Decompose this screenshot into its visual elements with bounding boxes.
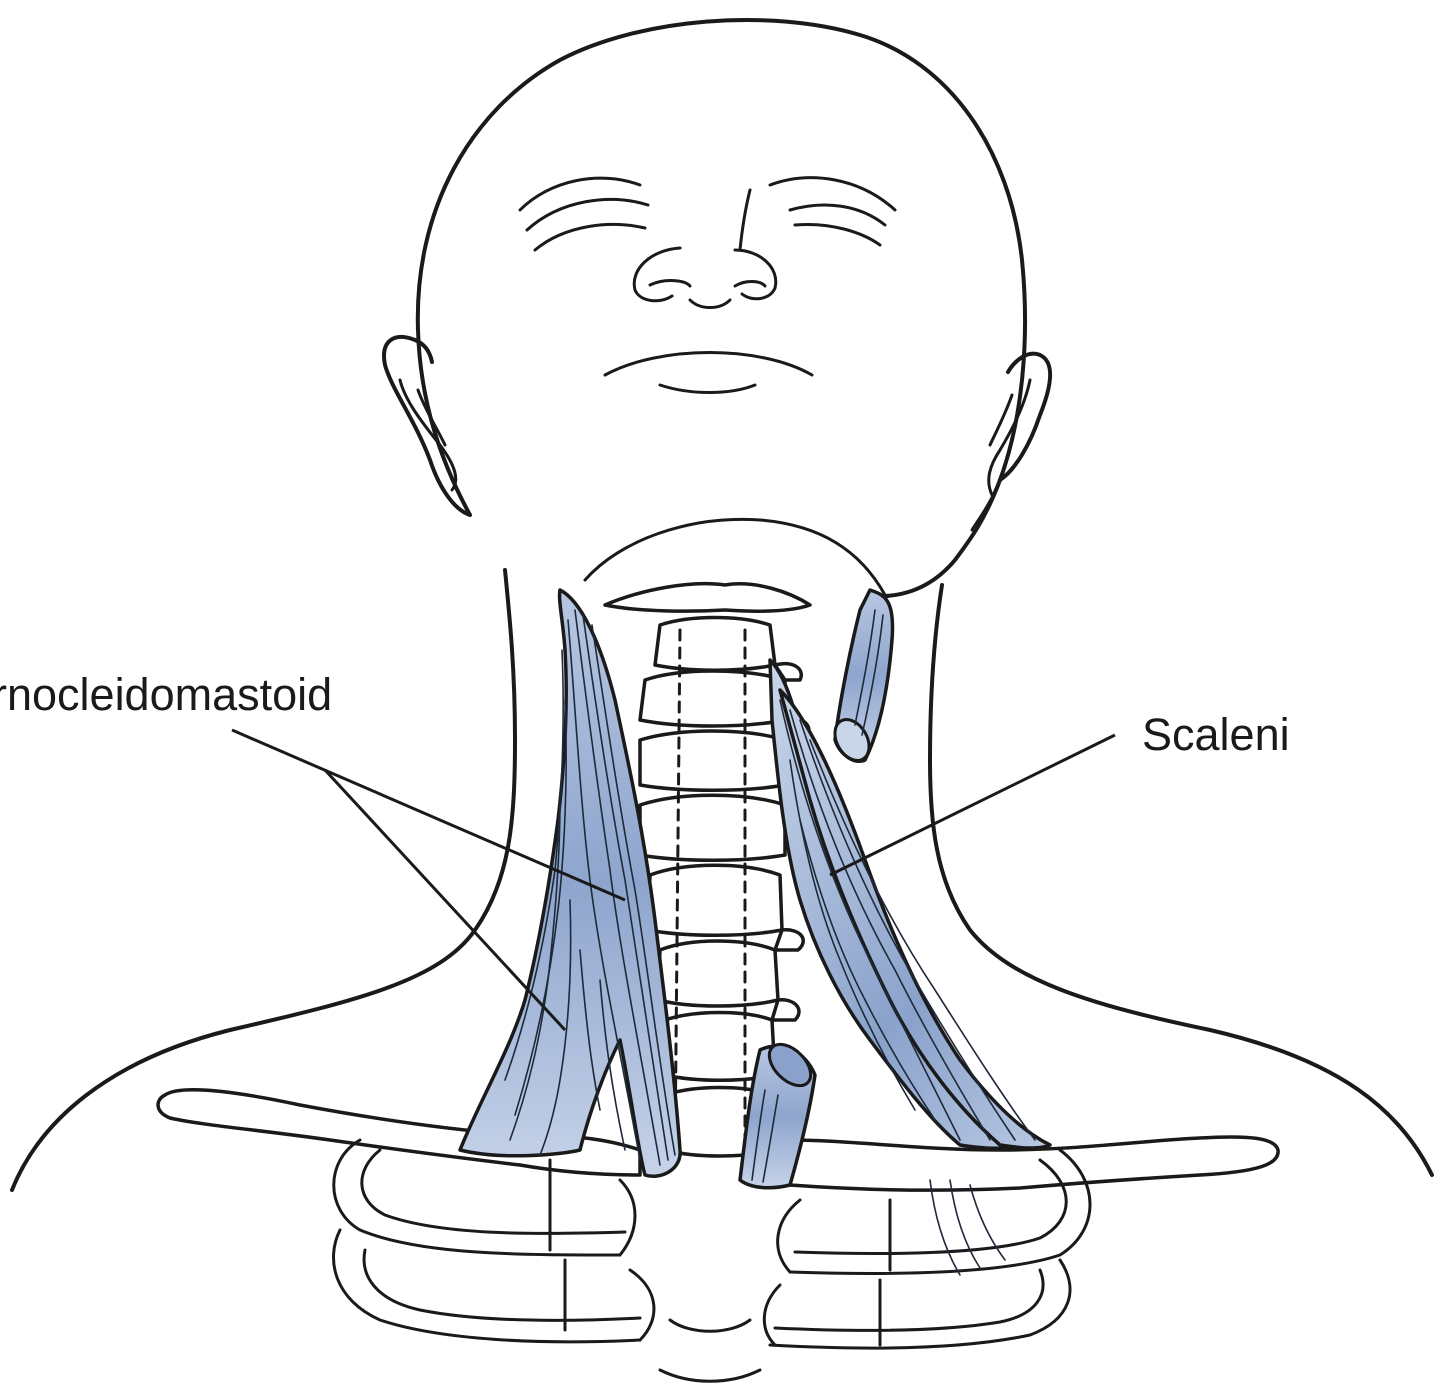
scaleni-label: Scaleni (1142, 709, 1290, 760)
sternocleidomastoid-label: rnocleidomastoid (0, 669, 332, 720)
scaleni-leader (830, 735, 1115, 875)
head (384, 20, 1050, 596)
jaw-muscle-stub (828, 590, 893, 767)
sternocleidomastoid-leader-2 (325, 770, 565, 1030)
